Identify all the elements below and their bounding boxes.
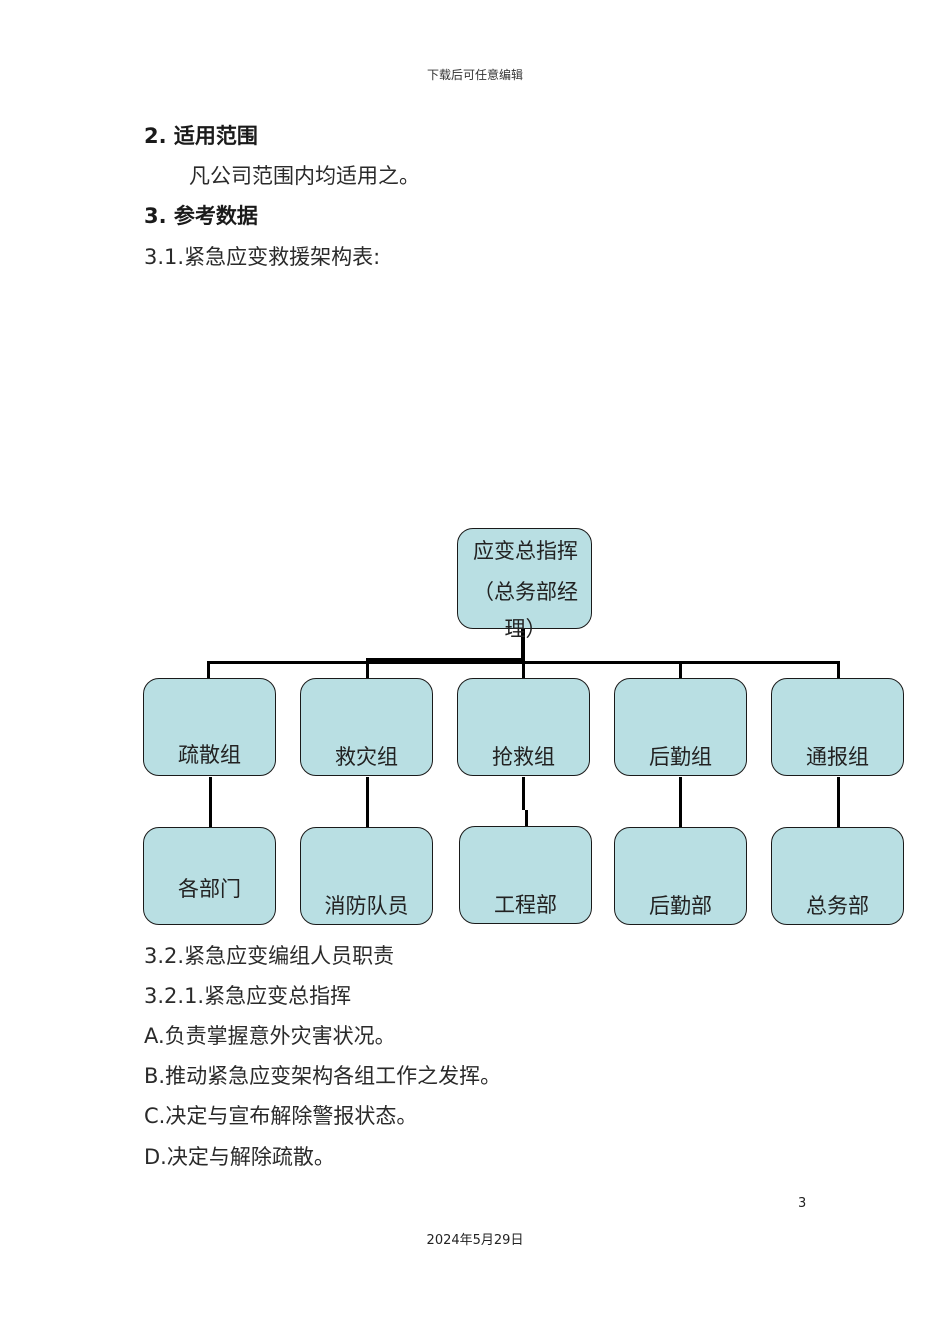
page-header: 下载后可任意编辑 [426,68,523,82]
page-number: 3 [798,1196,807,1211]
connector-group-5 [837,777,840,828]
connector-drop-2 [366,661,369,679]
connector-top-offset [366,658,525,662]
org-node-unit: 工程部 [459,826,592,924]
org-node-unit-label: 后勤部 [649,894,712,918]
connector-top-vertical [521,628,525,662]
connector-group-3b [525,810,528,827]
org-node-group-label: 疏散组 [178,743,241,767]
section-3-2-title: 3.2.紧急应变编组人员职责 [144,944,395,968]
org-node-group: 救灾组 [300,678,433,776]
duty-item: B.推动紧急应变架构各组工作之发挥。 [144,1064,502,1088]
connector-group-4 [679,777,682,828]
section-3-heading: 3. 参考数据 [144,204,258,228]
org-node-commander-label: 应变总指挥 （总务部经 理） [473,539,578,641]
org-node-group-label: 后勤组 [649,745,712,769]
org-node-group: 通报组 [771,678,904,776]
org-node-unit: 总务部 [771,827,904,925]
org-node-unit-label: 总务部 [806,894,869,918]
connector-drop-5 [837,661,840,679]
connector-group-1 [209,777,212,828]
org-node-unit-label: 工程部 [494,893,557,917]
org-node-unit: 消防队员 [300,827,433,925]
org-node-unit: 后勤部 [614,827,747,925]
org-node-group: 疏散组 [143,678,276,776]
org-node-group-label: 抢救组 [492,745,555,769]
section-3-1-title: 3.1.紧急应变救援架构表: [144,245,381,269]
org-node-group: 后勤组 [614,678,747,776]
org-node-group: 抢救组 [457,678,590,776]
section-3-2-1-title: 3.2.1.紧急应变总指挥 [144,984,352,1008]
connector-drop-3 [522,661,525,679]
connector-drop-1 [207,661,210,679]
connector-drop-4 [679,661,682,679]
connector-group-3a [522,777,525,810]
org-node-group-label: 通报组 [806,745,869,769]
org-node-unit-label: 各部门 [178,877,241,901]
section-2-body: 凡公司范围内均适用之。 [189,164,420,188]
section-2-heading: 2. 适用范围 [144,124,258,148]
org-node-group-label: 救灾组 [335,745,398,769]
org-node-unit: 各部门 [143,827,276,925]
duty-item: C.决定与宣布解除警报状态。 [144,1104,418,1128]
duty-item: D.决定与解除疏散。 [144,1145,335,1169]
org-node-unit-label: 消防队员 [324,894,409,918]
org-node-commander: 应变总指挥 （总务部经 理） [457,528,592,641]
page-footer-date: 2024年5月29日 [426,1233,524,1248]
duty-item: A.负责掌握意外灾害状况。 [144,1024,396,1048]
connector-group-2 [366,777,369,828]
